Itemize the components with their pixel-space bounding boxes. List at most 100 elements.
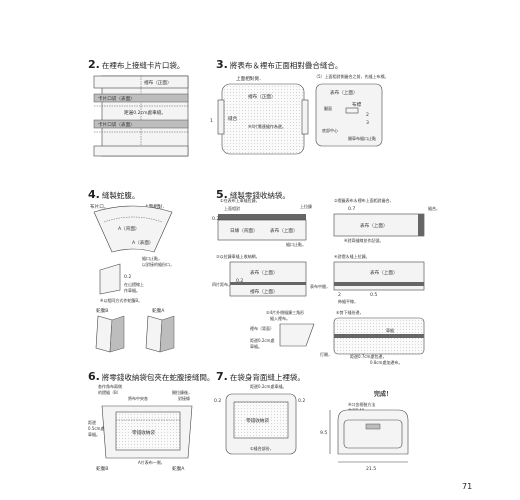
s5-e5: 車縫。 bbox=[250, 343, 262, 349]
s6-l8: 對接條 bbox=[178, 395, 190, 401]
pocket-a bbox=[93, 93, 189, 103]
step-4-title: 4.縫製蛇腹。 bbox=[88, 188, 139, 201]
s7-bag-inner bbox=[343, 419, 403, 449]
s3-note: ※4片需連縫作為邊。 bbox=[248, 123, 286, 129]
s3-tag bbox=[345, 107, 359, 114]
s3-outer-panel bbox=[315, 83, 383, 147]
s4-a-label: A（背面） bbox=[118, 225, 140, 232]
s5-d2: 佈縫平線， bbox=[338, 298, 358, 304]
s5-f1: ⑥剪下縫份邊， bbox=[336, 309, 364, 315]
s5-b1: ②摺疊表布＆裡布上面相對疊合， bbox=[334, 197, 394, 203]
s3-n2: 2 bbox=[366, 112, 369, 118]
s4-side2-label: 作車縫。 bbox=[124, 287, 140, 293]
s5-f3: 打開， bbox=[320, 351, 332, 357]
s2-pocket-a-label: 卡片口袋（表面） bbox=[98, 95, 135, 102]
s5-e3: 裡布（背面） bbox=[250, 325, 274, 331]
s5-b2: ※對齊縫線並作記號。 bbox=[344, 237, 383, 243]
s7-done: 完成！ bbox=[373, 390, 392, 398]
s5-a2: 上面相對 bbox=[224, 205, 240, 211]
s5-a3: 上拉鍊 bbox=[300, 203, 312, 209]
s7-bag-outline bbox=[337, 409, 409, 455]
s7-top: 距邊0.2cm處車縫。 bbox=[250, 383, 286, 389]
s6-purse bbox=[115, 411, 181, 451]
s5-b-outer-label: 表布（上面） bbox=[360, 222, 388, 229]
s3-n3: 3 bbox=[366, 120, 369, 126]
s5-e2: 縫入裡布。 bbox=[270, 315, 290, 321]
s4-tip-label: 布片口， bbox=[90, 203, 108, 210]
s3-right-note: （5）上面相對側疊合之前，先縫上布標。 bbox=[314, 73, 389, 79]
s6-l10: 蛇腹A bbox=[172, 465, 185, 472]
step-7-number: 7. bbox=[216, 370, 228, 383]
s3-tuck-label: 翻面 bbox=[324, 105, 332, 111]
s5-c2: 四片距布， bbox=[212, 281, 232, 287]
step-5-text: 縫製零錢收納袋。 bbox=[229, 191, 290, 200]
s2-note: 距邊0.2cm處車縫。 bbox=[124, 109, 166, 116]
s4-fold-label: 縫口止點， bbox=[142, 255, 162, 261]
s5-d-outer-label: 表布（上面） bbox=[370, 269, 398, 276]
s5-outer-label: 表布（上面） bbox=[270, 227, 298, 234]
step-4-text: 縫製蛇腹。 bbox=[101, 191, 140, 200]
s5-d1: ④對摺＆縫上拉鍊。 bbox=[334, 253, 370, 259]
s7-n02a: 0.2 bbox=[214, 398, 221, 404]
lining-panel bbox=[101, 75, 189, 157]
s4-label-b: 蛇腹B bbox=[96, 307, 108, 314]
s3-outer-label: 表布（上面） bbox=[330, 89, 358, 96]
s5-f4: 距邊0.7cm處包邊， bbox=[350, 353, 386, 359]
s7-height: 9.5 bbox=[320, 430, 327, 436]
s6-l7: 開拉鍊後， bbox=[172, 389, 192, 395]
step-3-title: 3.將表布＆裡布正面相對疊合縫合。 bbox=[216, 58, 342, 71]
s4-fold2-label: 以對接的縫份口， bbox=[142, 261, 174, 267]
step-3-figure: 上面相對側． 裡布（正面） 縫合 ※4片需連縫作為邊。 1 （5）上面相對側疊合… bbox=[210, 73, 389, 155]
step-6-title: 6.將零錢收納袋包夾在蛇腹接縫間。 bbox=[88, 370, 214, 383]
pocket-b bbox=[93, 119, 189, 129]
s5-e1: ⑤4片外側縫鍊三角形 bbox=[266, 309, 304, 315]
s2-lining-label: 裡布（正面） bbox=[144, 79, 172, 86]
step-7-text: 在袋身背面縫上裡袋。 bbox=[229, 373, 305, 382]
s7-purse bbox=[233, 401, 289, 439]
s6-l3: 將布中央各 bbox=[128, 395, 148, 401]
bottom-strip bbox=[93, 145, 189, 157]
s3-mid-label: 開車布縫口止點 bbox=[348, 135, 376, 141]
s5-b07: 0.7 bbox=[348, 206, 355, 212]
s4-note: ※以相同方式作蛇腹B。 bbox=[100, 297, 142, 303]
s3-top-label: 上面相對側． bbox=[236, 75, 264, 82]
s5-lining bbox=[217, 219, 307, 241]
s4-upper-label: 上面相對． bbox=[144, 203, 167, 210]
page-number: 71 bbox=[462, 482, 473, 491]
s4-side-label: 在山摺線上 bbox=[124, 281, 144, 287]
s7-n02b: 0.2 bbox=[298, 398, 305, 404]
s6-l1: 各作角布兩側 bbox=[98, 383, 122, 389]
step-5-figure: ①在表布上車縫拉鍊， 上面相對 上拉鍊 0.2 日緣（背面） 表布（上面） 縫口… bbox=[212, 197, 440, 365]
step-6-number: 6. bbox=[88, 370, 100, 383]
s7-width: 21.5 bbox=[366, 466, 376, 472]
s5-e-piece bbox=[279, 323, 315, 347]
s4-n02: 0.2 bbox=[124, 274, 131, 280]
s7-clasp bbox=[365, 423, 381, 430]
s3-num1: 1 bbox=[210, 118, 213, 124]
s5-a4: 縫口止點， bbox=[286, 241, 306, 247]
s5-c4: 裡布（上面） bbox=[250, 288, 278, 295]
step-5-number: 5. bbox=[216, 188, 228, 201]
s6-l9: A片表布一側， bbox=[138, 459, 165, 465]
s5-a1: ①在表布上車縫拉鍊， bbox=[220, 197, 260, 203]
s5-f5: 0.8cm處加邊布。 bbox=[370, 359, 402, 365]
s6-l6: 車縫。 bbox=[88, 431, 100, 437]
s7-n3: ※口金框裝方法 bbox=[348, 401, 375, 407]
s5-c-outer-label: 表布（上面） bbox=[250, 269, 278, 276]
s3-center-label: 底部中心 bbox=[322, 127, 338, 133]
step-6-figure: 各作角布兩側 的摺縫（B） 將布中央各 開拉鍊後， 對接條 零錢收納袋 距邊 0… bbox=[88, 383, 193, 472]
s4-label-a: 蛇腹A bbox=[152, 307, 165, 314]
s2-pocket-b-label: 卡片口袋（表面） bbox=[98, 121, 135, 128]
s5-lining-label: 日緣（背面） bbox=[230, 227, 258, 234]
s7-purse-label: 零錢收納袋 bbox=[246, 417, 269, 424]
s4-fold-piece bbox=[99, 263, 121, 295]
step-3-number: 3. bbox=[216, 58, 228, 71]
s5-zipper bbox=[218, 214, 306, 220]
s5-c-panel bbox=[229, 261, 307, 297]
s6-l4: 距邊 bbox=[88, 419, 96, 425]
step-6-text: 將零錢收納袋包夾在蛇腹接縫間。 bbox=[101, 373, 215, 382]
s3-side-label: 縫合 bbox=[228, 115, 238, 122]
s6-l11: 蛇腹B bbox=[96, 465, 108, 472]
step-4-number: 4. bbox=[88, 188, 100, 201]
step-3-text: 將表布＆裡布正面相對疊合縫合。 bbox=[229, 61, 343, 70]
